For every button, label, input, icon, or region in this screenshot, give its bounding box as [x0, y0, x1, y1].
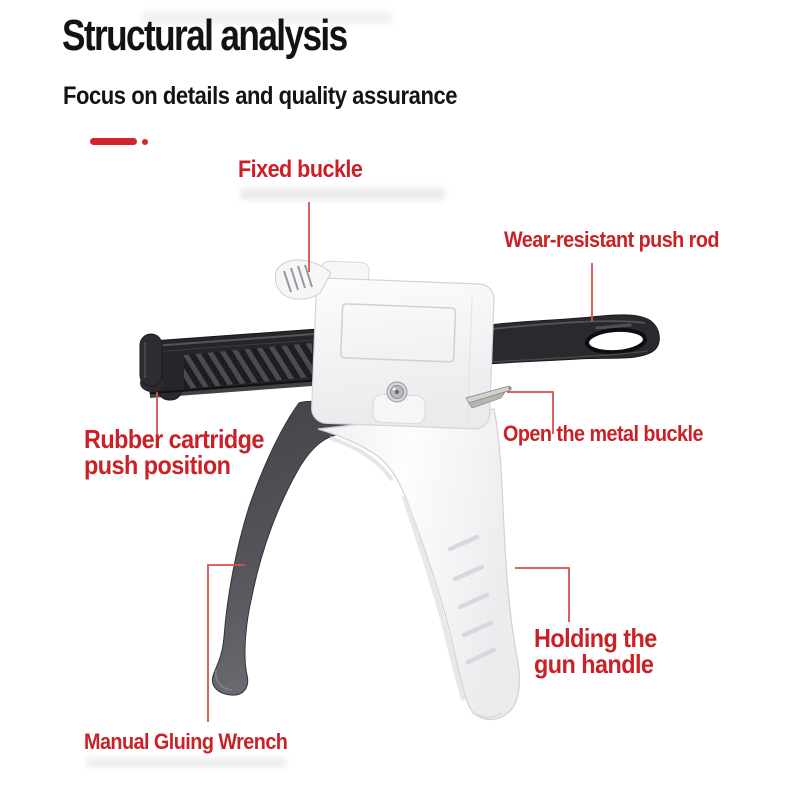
paddle-bottom-edge — [489, 350, 649, 363]
ghost-text-artifact — [240, 188, 445, 200]
label-text: gun handle — [534, 649, 654, 679]
buckle-wire-upper — [465, 385, 512, 404]
label-rubber-cartridge-push-position: Rubber cartridge push position — [84, 426, 264, 478]
rod-end-cap — [139, 333, 163, 387]
body-panel — [340, 303, 457, 363]
handle-tip-shade — [471, 711, 503, 719]
handle-grip-ridges — [447, 534, 497, 665]
label-wear-resistant-push-rod: Wear-resistant push rod — [504, 227, 720, 252]
label-open-the-metal-buckle: Open the metal buckle — [503, 422, 703, 445]
lever-ridges — [283, 264, 313, 293]
gun-handle — [317, 408, 521, 721]
fixed-buckle-lever — [274, 259, 332, 300]
red-dot-decoration — [142, 139, 148, 145]
ghost-text-artifact — [142, 11, 392, 24]
callout-line-metal-buckle — [507, 391, 554, 434]
ghost-text-artifact — [86, 757, 286, 768]
label-text: push position — [84, 450, 231, 480]
buckle-tip — [508, 386, 512, 390]
label-text: Open the metal buckle — [503, 421, 703, 446]
callout-line-gluing-wrench — [207, 564, 245, 722]
callout-lines — [156, 202, 593, 722]
label-text: Manual Gluing Wrench — [84, 729, 288, 754]
metal-buckle — [465, 385, 512, 409]
body-screw — [372, 381, 426, 425]
label-text: Rubber cartridge — [84, 424, 264, 454]
page-subtitle: Focus on details and quality assurance — [63, 82, 458, 110]
page-title: Structural analysis — [62, 11, 348, 60]
label-text: Holding the — [534, 623, 657, 653]
paddle-slot — [595, 323, 632, 330]
handle-neck-shade — [329, 436, 394, 482]
trigger-hook-highlight — [214, 669, 233, 691]
label-manual-gluing-wrench: Manual Gluing Wrench — [84, 729, 288, 754]
rod-top-highlight — [152, 333, 315, 347]
callout-line-gun-handle — [515, 567, 570, 622]
ratchet-teeth — [184, 343, 312, 389]
handle-shape — [317, 408, 521, 721]
rod-groove — [152, 339, 315, 353]
label-text: Fixed buckle — [238, 156, 363, 183]
gun-body — [311, 260, 495, 430]
paddle-top-highlight — [491, 320, 646, 330]
red-dash-decoration — [90, 138, 137, 145]
label-text: Wear-resistant push rod — [504, 227, 720, 252]
body-block — [311, 277, 495, 430]
label-holding-the-gun-handle: Holding the gun handle — [534, 625, 657, 677]
push-rod — [139, 328, 317, 401]
screw-glint — [392, 387, 396, 391]
rod-bottom-edge — [149, 379, 317, 394]
push-rod-paddle — [487, 314, 660, 365]
handle-inner-shade — [401, 495, 467, 701]
paddle-thumb-hole — [585, 327, 647, 355]
label-fixed-buckle: Fixed buckle — [238, 156, 363, 183]
buckle-wire-lower — [468, 391, 506, 409]
screw-center — [394, 389, 400, 395]
